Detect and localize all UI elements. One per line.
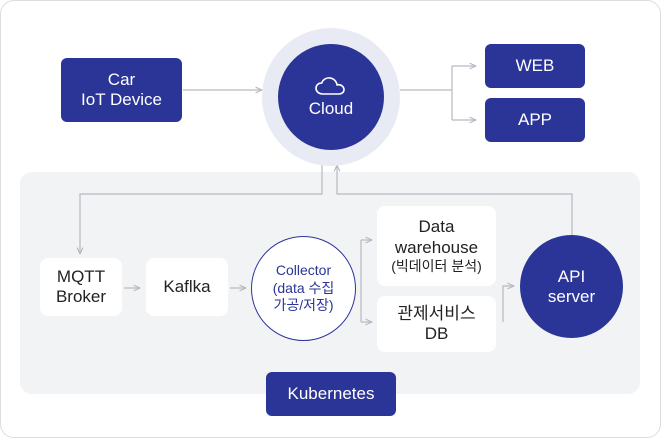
cloud-icon	[315, 76, 345, 95]
warehouse-line3: (빅데이터 분석)	[391, 257, 482, 274]
app-node: APP	[485, 98, 585, 142]
car-iot-device-node: Car IoT Device	[61, 58, 182, 122]
cloud-label: Cloud	[308, 98, 354, 118]
collector-line1: Collector	[275, 262, 332, 279]
data-warehouse-node: Data warehouse (빅데이터 분석)	[377, 206, 496, 286]
web-label: WEB	[515, 56, 555, 76]
arrow-api-to-cloud	[337, 165, 573, 236]
kubernetes-text: Kubernetes	[287, 384, 375, 404]
control-db-node: 관제서비스 DB	[377, 296, 496, 352]
car-iot-line2: IoT Device	[81, 90, 162, 109]
control-db-line1: 관제서비스	[397, 304, 476, 324]
collector-line2: (data 수집	[272, 279, 335, 296]
api-server-node: API server	[520, 235, 623, 338]
arrow-cloud-to-web-app	[400, 66, 453, 120]
web-node: WEB	[485, 44, 585, 88]
car-iot-line1: Car	[107, 70, 136, 90]
collector-line3: 가공/저장)	[273, 297, 334, 314]
kafka-label: Kaflka	[163, 277, 211, 297]
kubernetes-label: Kubernetes	[266, 372, 396, 416]
warehouse-line2: warehouse	[394, 237, 479, 257]
mqtt-broker-node: MQTT Broker	[40, 258, 122, 316]
arrow-cloud-to-mqtt	[80, 163, 323, 254]
cloud-node: Cloud	[278, 44, 384, 150]
app-label: APP	[517, 110, 553, 130]
mqtt-line2: Broker	[55, 287, 107, 306]
collector-node: Collector (data 수집 가공/저장)	[251, 236, 356, 341]
mqtt-line1: MQTT	[56, 267, 106, 287]
warehouse-line1: Data	[418, 217, 455, 237]
arrow-stores-to-api	[502, 286, 514, 322]
kafka-node: Kaflka	[146, 258, 228, 316]
api-line1: API	[557, 266, 586, 286]
api-line2: server	[547, 286, 596, 306]
control-db-line2: DB	[424, 324, 449, 343]
